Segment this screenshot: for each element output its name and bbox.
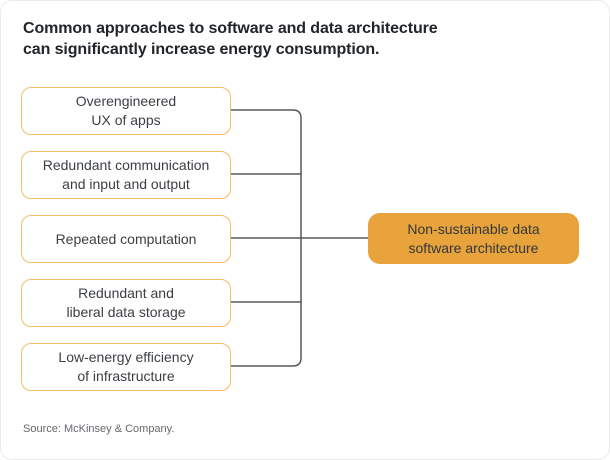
cause-box-label: Redundant communication and input and ou… [42, 157, 210, 192]
cause-box-overengineered-ux: Overengineered UX of apps [21, 87, 231, 135]
cause-box-redundant-communication: Redundant communication and input and ou… [21, 151, 231, 199]
cause-box-low-energy-infrastructure: Low-energy efficiency of infrastructure [21, 343, 231, 391]
cause-box-label: Overengineered UX of apps [75, 93, 177, 128]
connector-bracket-top-bottom [231, 109, 302, 367]
result-box-label: Non-sustainable data software architectu… [407, 220, 540, 256]
source-note: Source: McKinsey & Company. [23, 423, 175, 435]
cause-box-label: Repeated computation [55, 230, 197, 247]
result-box-non-sustainable-architecture: Non-sustainable data software architectu… [368, 213, 579, 264]
exhibit-title: Common approaches to software and data a… [23, 20, 438, 58]
cause-box-repeated-computation: Repeated computation [21, 215, 231, 263]
cause-box-label: Low-energy efficiency of infrastructure [58, 349, 194, 384]
cause-box-redundant-data-storage: Redundant and liberal data storage [21, 279, 231, 327]
cause-box-label: Redundant and liberal data storage [66, 285, 186, 320]
